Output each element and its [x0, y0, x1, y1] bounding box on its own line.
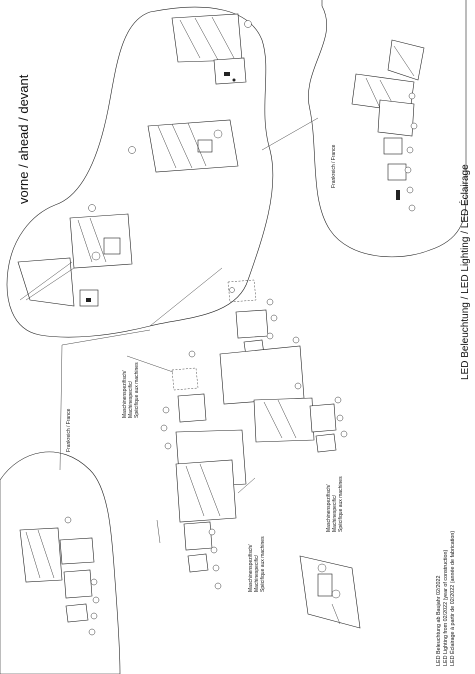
footnote: LED Beleuchtung ab Baujahr 02/2022 LED L… [436, 531, 456, 666]
machine-specific-label-3: Maschinenspezifisch/ Machinespecific/ Sp… [326, 476, 344, 532]
right-region-outline [308, 0, 467, 258]
svg-text:Machinespecific/: Machinespecific/ [128, 380, 134, 418]
front-region-outline [6, 6, 274, 338]
center-assembly-lower [175, 459, 237, 590]
front-panel-lower [69, 204, 133, 269]
country-label-top: Frankreich / France [331, 144, 337, 188]
left-assembly [19, 516, 100, 636]
svg-text:Maschinenspezifisch/: Maschinenspezifisch/ [122, 370, 128, 418]
front-bracket-left [17, 257, 99, 307]
svg-text:Machinespecific/: Machinespecific/ [332, 494, 338, 532]
center-assembly-upper [219, 279, 305, 405]
page-title: LED Beleuchtung / LED Lighting / LED Écl… [458, 164, 471, 380]
svg-text:Machinespecific/: Machinespecific/ [254, 554, 260, 592]
left-region-outline [0, 451, 121, 674]
front-panel-middle [128, 119, 239, 173]
footnote-line-2: LED Lighting from 02/2022 (year of const… [443, 550, 449, 666]
mount-sketch [299, 555, 361, 629]
footnote-line-1: LED Beleuchtung ab Baujahr 02/2022 [436, 575, 442, 666]
svg-text:Maschinenspezifisch/: Maschinenspezifisch/ [248, 544, 254, 592]
front-label: vorne / ahead / devant [16, 74, 31, 204]
machine-specific-label-1: Maschinenspezifisch/ Machinespecific/ Sp… [122, 362, 140, 418]
footnote-line-3: LED Éclairage à partir de 02/2022 (année… [449, 531, 456, 666]
country-label-left: Frankreich / France [66, 408, 72, 452]
front-panel-top [171, 13, 252, 85]
center-assembly-right [253, 382, 348, 453]
svg-text:Spécifique aux machines: Spécifique aux machines [134, 362, 140, 418]
right-assembly [351, 39, 425, 212]
svg-text:Spécifique aux machines: Spécifique aux machines [338, 476, 344, 532]
machine-specific-label-2: Maschinenspezifisch/ Machinespecific/ Sp… [248, 536, 266, 592]
svg-text:Spécifique aux machines: Spécifique aux machines [260, 536, 266, 592]
svg-text:Maschinenspezifisch/: Maschinenspezifisch/ [326, 484, 332, 532]
